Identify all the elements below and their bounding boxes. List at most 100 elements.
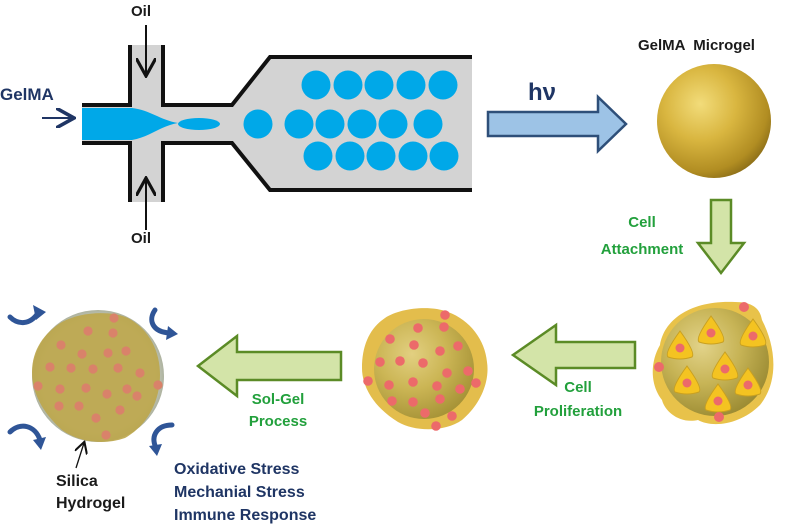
cell-nucleus [363,376,373,386]
stress-arrow-bottom-left [7,423,43,443]
droplet [335,141,365,171]
stress-arrowhead-bl [33,437,46,450]
cell-nucleus [432,381,442,391]
cell-nucleus [56,340,66,350]
cell-nucleus [122,384,132,394]
silica-label-2: Hydrogel [56,495,125,512]
microgel-sphere [657,64,771,178]
droplet [315,109,345,139]
cell-nucleus [77,349,87,359]
cell-nucleus [463,366,473,376]
cell-nucleus [387,396,397,406]
cell-nucleus [748,331,758,341]
droplet [413,109,443,139]
cell-nucleus [395,356,405,366]
cell-nucleus [83,326,93,336]
sol-gel-label-1: Sol-Gel [252,391,305,408]
cell-nucleus [74,401,84,411]
cell-nucleus [409,340,419,350]
cell-nucleus [654,362,664,372]
cell-attachment-label-2: Attachment [601,241,684,258]
cell-nucleus [408,377,418,387]
cell-nucleus [33,381,43,391]
microfluidic-device: GelMA Oil Oil [0,3,472,247]
stress-item: Immune Response [174,507,316,524]
cell-nucleus [66,363,76,373]
proliferated-sphere [374,319,474,419]
droplet [366,141,396,171]
cell-nucleus [442,368,452,378]
cell-proliferation-label-1: Cell [564,379,592,396]
cell-nucleus [375,357,385,367]
cell-nucleus [384,380,394,390]
cell-nucleus [418,358,428,368]
cell-nucleus [739,302,749,312]
gelma-stream [82,108,178,140]
gelma-microgel: GelMA Microgel [638,37,771,178]
microgel-label: GelMA Microgel [638,37,755,54]
stress-arrowhead-tl [33,305,46,320]
cell-nucleus [682,378,692,388]
cell-nucleus [408,397,418,407]
stress-item: Mechanial Stress [174,484,305,501]
cell-nucleus [109,313,119,323]
cell-nucleus [431,421,441,431]
cell-nucleus [453,341,463,351]
photocrosslink-step: hν [486,79,628,154]
cell-nucleus [439,322,449,332]
microgel-droplets [243,70,459,171]
droplet [364,70,394,100]
oil-bottom-label: Oil [131,230,151,247]
cell-nucleus [88,364,98,374]
cell-proliferation-arrow [510,322,637,388]
stress-arrow-top-right [149,307,173,336]
droplet [333,70,363,100]
cell-nucleus [115,405,125,415]
droplet [378,109,408,139]
cell-nucleus [706,328,716,338]
stress-arrowhead-br [149,444,162,456]
droplet [396,70,426,100]
stress-arrowhead-tr [166,326,178,340]
silica-label-1: Silica [56,473,98,490]
droplet [301,70,331,100]
channel-walls [82,45,472,202]
sol-gel-label-2: Process [249,413,307,430]
sol-gel-step: Sol-Gel Process [195,333,343,430]
droplet [303,141,333,171]
cell-nucleus [447,411,457,421]
cell-nucleus [121,346,131,356]
sol-gel-arrow [195,333,343,399]
cell-nucleus [413,323,423,333]
droplet [284,109,314,139]
cell-nucleus [103,348,113,358]
silica-encapsulated-microgel: Silica Hydrogel [7,305,178,512]
oil-top-label: Oil [131,3,151,20]
hv-label: hν [528,79,556,106]
droplet [429,141,459,171]
cell-nucleus [81,383,91,393]
cell-attachment-label-1: Cell [628,214,656,231]
cell-nucleus [713,396,723,406]
cell-nucleus [420,408,430,418]
cell-nucleus [135,368,145,378]
cell-nucleus [435,394,445,404]
cell-attachment-arrow [695,198,747,276]
cell-nucleus [113,363,123,373]
droplet [428,70,458,100]
pinching-droplet [178,118,220,130]
stress-arrow-top-left [7,310,41,325]
cell-nucleus [54,401,64,411]
cell-nucleus [714,412,724,422]
droplet [243,109,273,139]
cell-nucleus [101,430,111,440]
cell-nucleus [743,380,753,390]
cell-nucleus [385,334,395,344]
droplet [347,109,377,139]
silica-pointer-arrow [76,443,84,469]
cell-nucleus [153,380,163,390]
cell-nucleus [102,389,112,399]
cell-proliferation-label-2: Proliferation [534,403,622,420]
cell-nucleus [132,391,142,401]
